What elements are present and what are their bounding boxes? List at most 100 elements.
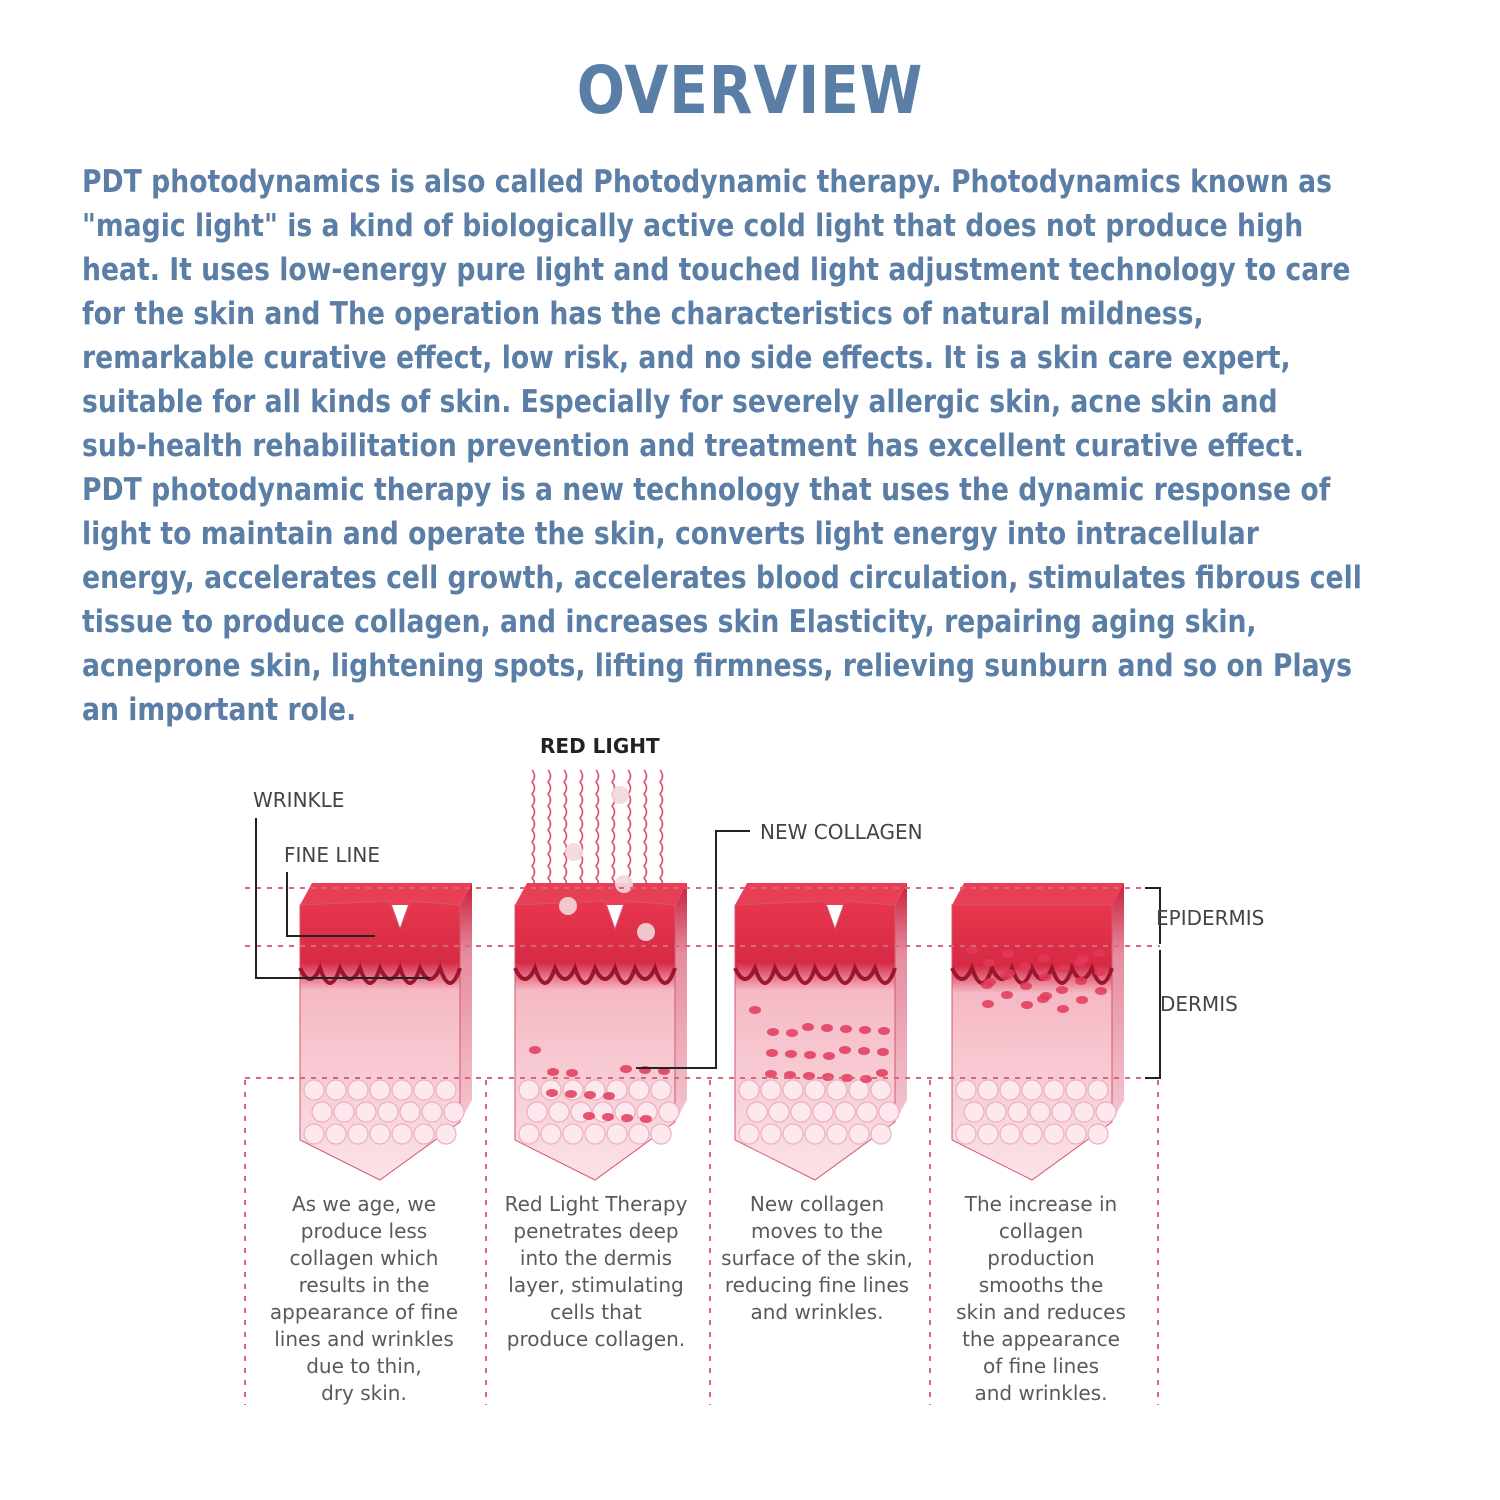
caption-line: and wrinkles. (750, 1300, 884, 1324)
fat-cell (782, 1123, 804, 1145)
collagen-cell (1020, 982, 1032, 990)
fat-cell (738, 1123, 760, 1145)
caption-line: and wrinkles. (974, 1381, 1108, 1405)
fat-cell (1087, 1123, 1109, 1145)
epidermis-bracket (1145, 887, 1161, 944)
fat-cell (548, 1101, 570, 1123)
collagen-cell (1056, 986, 1068, 994)
caption-line: of fine lines (982, 1354, 1100, 1378)
fat-cell (848, 1079, 870, 1101)
collagen-cell (1074, 958, 1086, 966)
fat-cell (955, 1123, 977, 1145)
fat-cell (856, 1101, 878, 1123)
collagen-cell (840, 1025, 852, 1033)
collagen-cell (876, 1069, 888, 1077)
collagen-cell (765, 1070, 777, 1078)
fat-cell (1095, 1101, 1117, 1123)
fat-cell (658, 1101, 680, 1123)
caption-line: produce less (300, 1219, 428, 1243)
caption-line: layer, stimulating (508, 1273, 684, 1297)
fat-cell (518, 1123, 540, 1145)
paragraph-line: acneprone skin, lightening spots, liftin… (82, 648, 1353, 684)
collagen-cell (804, 1051, 816, 1059)
light-droplet (615, 875, 633, 893)
paragraph-line: tissue to produce collagen, and increase… (82, 604, 1257, 640)
caption-line: produce collagen. (506, 1327, 686, 1351)
paragraph-line: heat. It uses low-energy pure light and … (82, 252, 1351, 288)
light-beam (594, 769, 600, 903)
collagen-cell (1075, 977, 1087, 985)
fat-cell (1087, 1079, 1109, 1101)
fat-cell (369, 1079, 391, 1101)
fat-cell (1051, 1101, 1073, 1123)
skin-block-top (952, 883, 1124, 905)
paragraph-line: for the skin and The operation has the c… (82, 296, 1204, 332)
fat-cell (650, 1123, 672, 1145)
caption-line: reducing fine lines (724, 1273, 910, 1297)
page-title: OVERVIEW (576, 52, 924, 129)
fat-cell (562, 1123, 584, 1145)
collagen-cell (602, 1113, 614, 1121)
fat-cell (369, 1123, 391, 1145)
skin-block-side (895, 883, 907, 1122)
fat-cell (325, 1079, 347, 1101)
caption-line: appearance of fine (269, 1300, 459, 1324)
caption-line: New collagen (749, 1192, 885, 1216)
collagen-cell (584, 1091, 596, 1099)
epidermis-boundary (513, 962, 677, 985)
caption-line: dry skin. (321, 1381, 407, 1405)
collagen-cell (1037, 995, 1049, 1003)
paragraph-line: light to maintain and operate the skin, … (82, 516, 1259, 552)
fat-cell (985, 1101, 1007, 1123)
collagen-cell (841, 1074, 853, 1082)
fat-cell (650, 1079, 672, 1101)
fat-cell (963, 1101, 985, 1123)
collagen-cell (821, 1024, 833, 1032)
caption-line: production (987, 1246, 1095, 1270)
collagen-cell (749, 1006, 761, 1014)
overview-paragraph: PDT photodynamics is also called Photody… (82, 160, 1372, 732)
collagen-cell (877, 1048, 889, 1056)
paragraph-line: remarkable curative effect, low risk, an… (82, 340, 1291, 376)
collagen-cell (1094, 968, 1106, 976)
wrinkle-label: WRINKLE (253, 788, 345, 812)
collagen-cell (620, 1065, 632, 1073)
collagen-cell (839, 1046, 851, 1054)
collagen-cell (1021, 1001, 1033, 1009)
fat-cell (870, 1079, 892, 1101)
caption-line: results in the (298, 1273, 430, 1297)
collagen-cell (640, 1115, 652, 1123)
skin-block-side (460, 883, 472, 1122)
fat-cell (518, 1079, 540, 1101)
fine-line-callout (286, 872, 375, 937)
epidermis-boundary (950, 962, 1114, 985)
fat-cell (848, 1123, 870, 1145)
light-droplet (559, 897, 577, 915)
collagen-cell (1093, 949, 1105, 957)
collagen-cell (546, 1089, 558, 1097)
caption-line: collagen which (289, 1246, 439, 1270)
fat-cell (628, 1079, 650, 1101)
skin-block-top (300, 883, 472, 905)
collagen-cell (1002, 950, 1014, 958)
fat-cell (584, 1123, 606, 1145)
epidermis-label: EPIDERMIS (1156, 906, 1265, 930)
fat-cell (738, 1079, 760, 1101)
fat-cell (768, 1101, 790, 1123)
collagen-cell (785, 1050, 797, 1058)
fat-cell (413, 1123, 435, 1145)
paragraph-line: "magic light" is a kind of biologically … (82, 208, 1304, 244)
fat-cell (606, 1123, 628, 1145)
fat-cell (628, 1123, 650, 1145)
paragraph-line: PDT photodynamics is also called Photody… (82, 164, 1332, 200)
caption-line: lines and wrinkles (274, 1327, 454, 1351)
fine-line-label: FINE LINE (284, 843, 380, 867)
fat-cell (804, 1079, 826, 1101)
fat-cell (399, 1101, 421, 1123)
fat-cell (1043, 1079, 1065, 1101)
collagen-cell (859, 1026, 871, 1034)
fat-cell (804, 1123, 826, 1145)
